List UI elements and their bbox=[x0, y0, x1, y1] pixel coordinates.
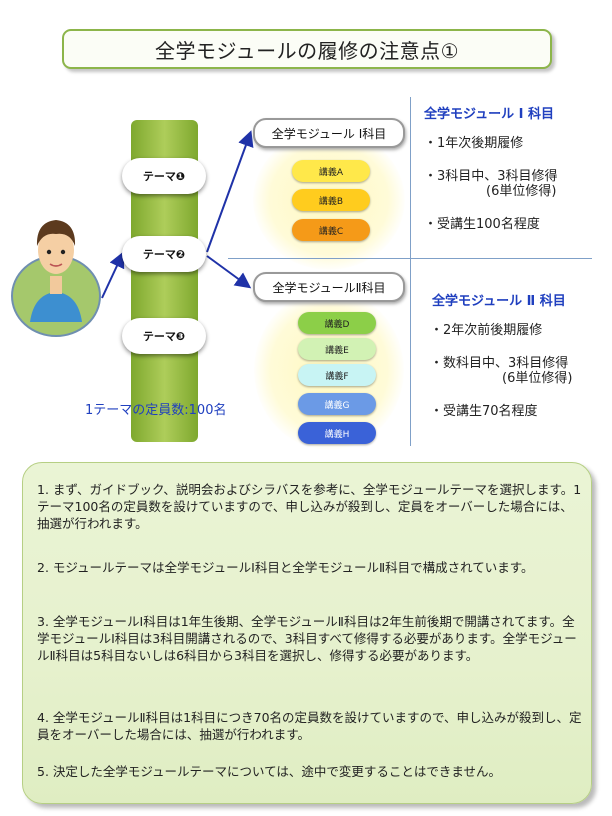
module-2-info-credits: ・数科目中、3科目修得 bbox=[430, 356, 569, 371]
note-2: 2. モジュールテーマは全学モジュールⅠ科目と全学モジュールⅡ科目で構成されてい… bbox=[37, 560, 534, 575]
course-d[interactable]: 講義D bbox=[298, 312, 376, 334]
theme-3-button[interactable]: テーマ❸ bbox=[122, 318, 206, 354]
connector-arrows bbox=[101, 130, 254, 299]
course-g[interactable]: 講義G bbox=[298, 393, 376, 415]
module-1-info-title: 全学モジュール Ⅰ 科目 bbox=[424, 107, 554, 122]
module-1-header: 全学モジュール Ⅰ科目 bbox=[253, 118, 405, 148]
module-2-info-units: (6単位修得) bbox=[502, 371, 573, 386]
notes-panel: 1. まず、ガイドブック、説明会およびシラバスを参考に、全学モジュールテーマを選… bbox=[22, 462, 592, 804]
note-1: 1. まず、ガイドブック、説明会およびシラバスを参考に、全学モジュールテーマを選… bbox=[37, 482, 582, 531]
module-1-info-units: (6単位修得) bbox=[486, 184, 557, 199]
course-c[interactable]: 講義C bbox=[292, 219, 370, 241]
module-2-info-students: ・受講生70名程度 bbox=[430, 404, 538, 419]
course-b[interactable]: 講義B bbox=[292, 189, 370, 211]
note-3: 3. 全学モジュールⅠ科目は1年生後期、全学モジュールⅡ科目は2年生前後期で開講… bbox=[37, 614, 577, 663]
quota-label: 1テーマの定員数:100名 bbox=[85, 403, 227, 418]
theme-2-button[interactable]: テーマ❷ bbox=[122, 236, 206, 272]
course-e[interactable]: 講義E bbox=[298, 338, 376, 360]
module-2-header: 全学モジュールⅡ科目 bbox=[253, 272, 405, 302]
module-1-info-credits: ・3科目中、3科目修得 bbox=[424, 169, 558, 184]
page-title: 全学モジュールの履修の注意点① bbox=[154, 38, 460, 63]
title-box: 全学モジュールの履修の注意点① bbox=[62, 29, 552, 69]
course-h[interactable]: 講義H bbox=[298, 422, 376, 444]
course-a[interactable]: 講義A bbox=[292, 160, 370, 182]
horizontal-divider bbox=[228, 258, 592, 259]
note-5: 5. 決定した全学モジュールテーマについては、途中で変更することはできません。 bbox=[37, 764, 502, 779]
theme-1-button[interactable]: テーマ❶ bbox=[122, 158, 206, 194]
student-illustration bbox=[11, 220, 101, 337]
vertical-divider bbox=[410, 97, 411, 446]
course-f[interactable]: 講義F bbox=[298, 364, 376, 386]
module-2-info-title: 全学モジュール Ⅱ 科目 bbox=[432, 294, 566, 309]
module-1-info-students: ・受講生100名程度 bbox=[424, 217, 540, 232]
note-4: 4. 全学モジュールⅡ科目は1科目につき70名の定員数を設けていますので、申し込… bbox=[37, 710, 582, 742]
module-2-info-term: ・2年次前後期履修 bbox=[430, 323, 543, 338]
module-1-info-term: ・1年次後期履修 bbox=[424, 136, 524, 151]
